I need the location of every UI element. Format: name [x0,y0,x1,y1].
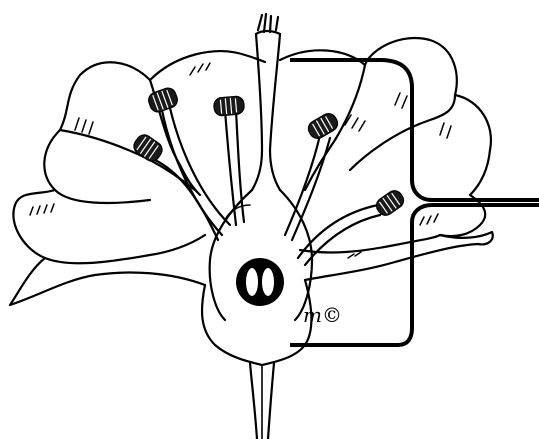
petal-top-left [150,51,265,80]
stem-right [268,363,274,439]
anther-1 [146,86,179,114]
style-right [270,34,280,190]
filament-4b [292,138,330,240]
petal-hatching [30,63,451,258]
petal-inner-fold [300,235,440,252]
petal-inner-left-2 [60,130,195,190]
stem-left [250,363,257,439]
petal-front-left [13,190,205,263]
ovary-shading [225,205,250,220]
ovule-chamber [236,258,284,306]
filament-5b [305,215,380,265]
ovule-left [246,268,258,296]
petal-right [440,95,491,236]
filament-3 [225,110,236,225]
sepal-left [10,258,205,305]
sepal-right [305,232,493,280]
anther-4 [306,111,341,142]
ovule-right [262,268,274,296]
artist-signature: m© [303,303,342,327]
petal-back-left [44,62,150,203]
petal-top-right [280,38,457,95]
anther-5 [373,188,406,219]
anther-3 [213,96,244,117]
stamens [131,86,407,265]
anther-2 [131,132,165,164]
stigma [256,14,280,34]
